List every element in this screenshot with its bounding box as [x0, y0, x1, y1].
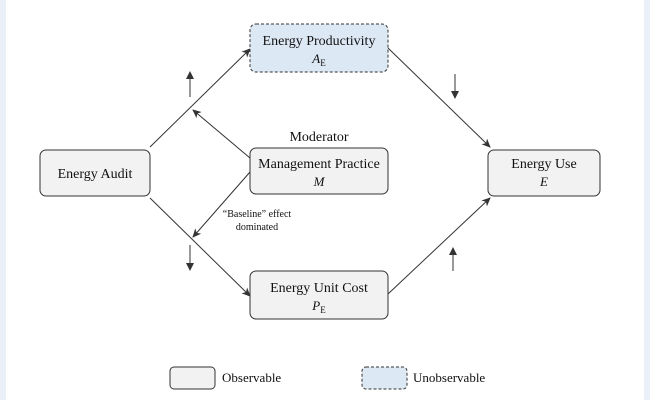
baseline-dominated-label: dominated	[236, 222, 278, 233]
down-arrow-icon	[451, 74, 459, 99]
down-arrow-icon	[186, 245, 194, 271]
node-energy-unit-cost: Energy Unit Cost PE	[249, 270, 389, 320]
energy-unit-cost-symbol: PE	[311, 298, 326, 315]
legend-observable-label: Observable	[222, 370, 281, 385]
edge-productivity-to-use	[387, 47, 491, 148]
energy-audit-label: Energy Audit	[58, 167, 133, 182]
baseline-effect-label: “Baseline” effect	[223, 209, 292, 220]
node-energy-audit: Energy Audit	[39, 149, 151, 197]
legend: Observable Unobservable	[169, 366, 485, 390]
up-arrow-icon	[186, 71, 194, 97]
edge-cost-to-use	[387, 197, 491, 295]
management-practice-symbol: M	[313, 174, 326, 189]
energy-productivity-symbol: AE	[311, 51, 326, 68]
edge-audit-to-productivity	[149, 48, 251, 148]
legend-unobservable-swatch	[361, 366, 408, 390]
energy-use-label: Energy Use	[511, 157, 576, 172]
moderator-label: Moderator	[289, 130, 348, 145]
edge-audit-to-cost	[149, 197, 251, 297]
edge-management-to-upper	[192, 109, 251, 159]
edge-management-to-lower	[192, 171, 251, 238]
legend-observable-swatch	[169, 366, 216, 390]
energy-productivity-label: Energy Productivity	[263, 34, 376, 49]
node-management-practice: Management Practice M	[249, 147, 389, 195]
energy-use-symbol: E	[539, 174, 548, 189]
node-energy-use: Energy Use E	[487, 149, 601, 197]
management-practice-label: Management Practice	[258, 157, 380, 172]
up-arrow-icon	[449, 247, 457, 271]
energy-unit-cost-label: Energy Unit Cost	[270, 281, 368, 296]
legend-unobservable-label: Unobservable	[413, 370, 485, 385]
node-energy-productivity: Energy Productivity AE	[249, 23, 389, 73]
